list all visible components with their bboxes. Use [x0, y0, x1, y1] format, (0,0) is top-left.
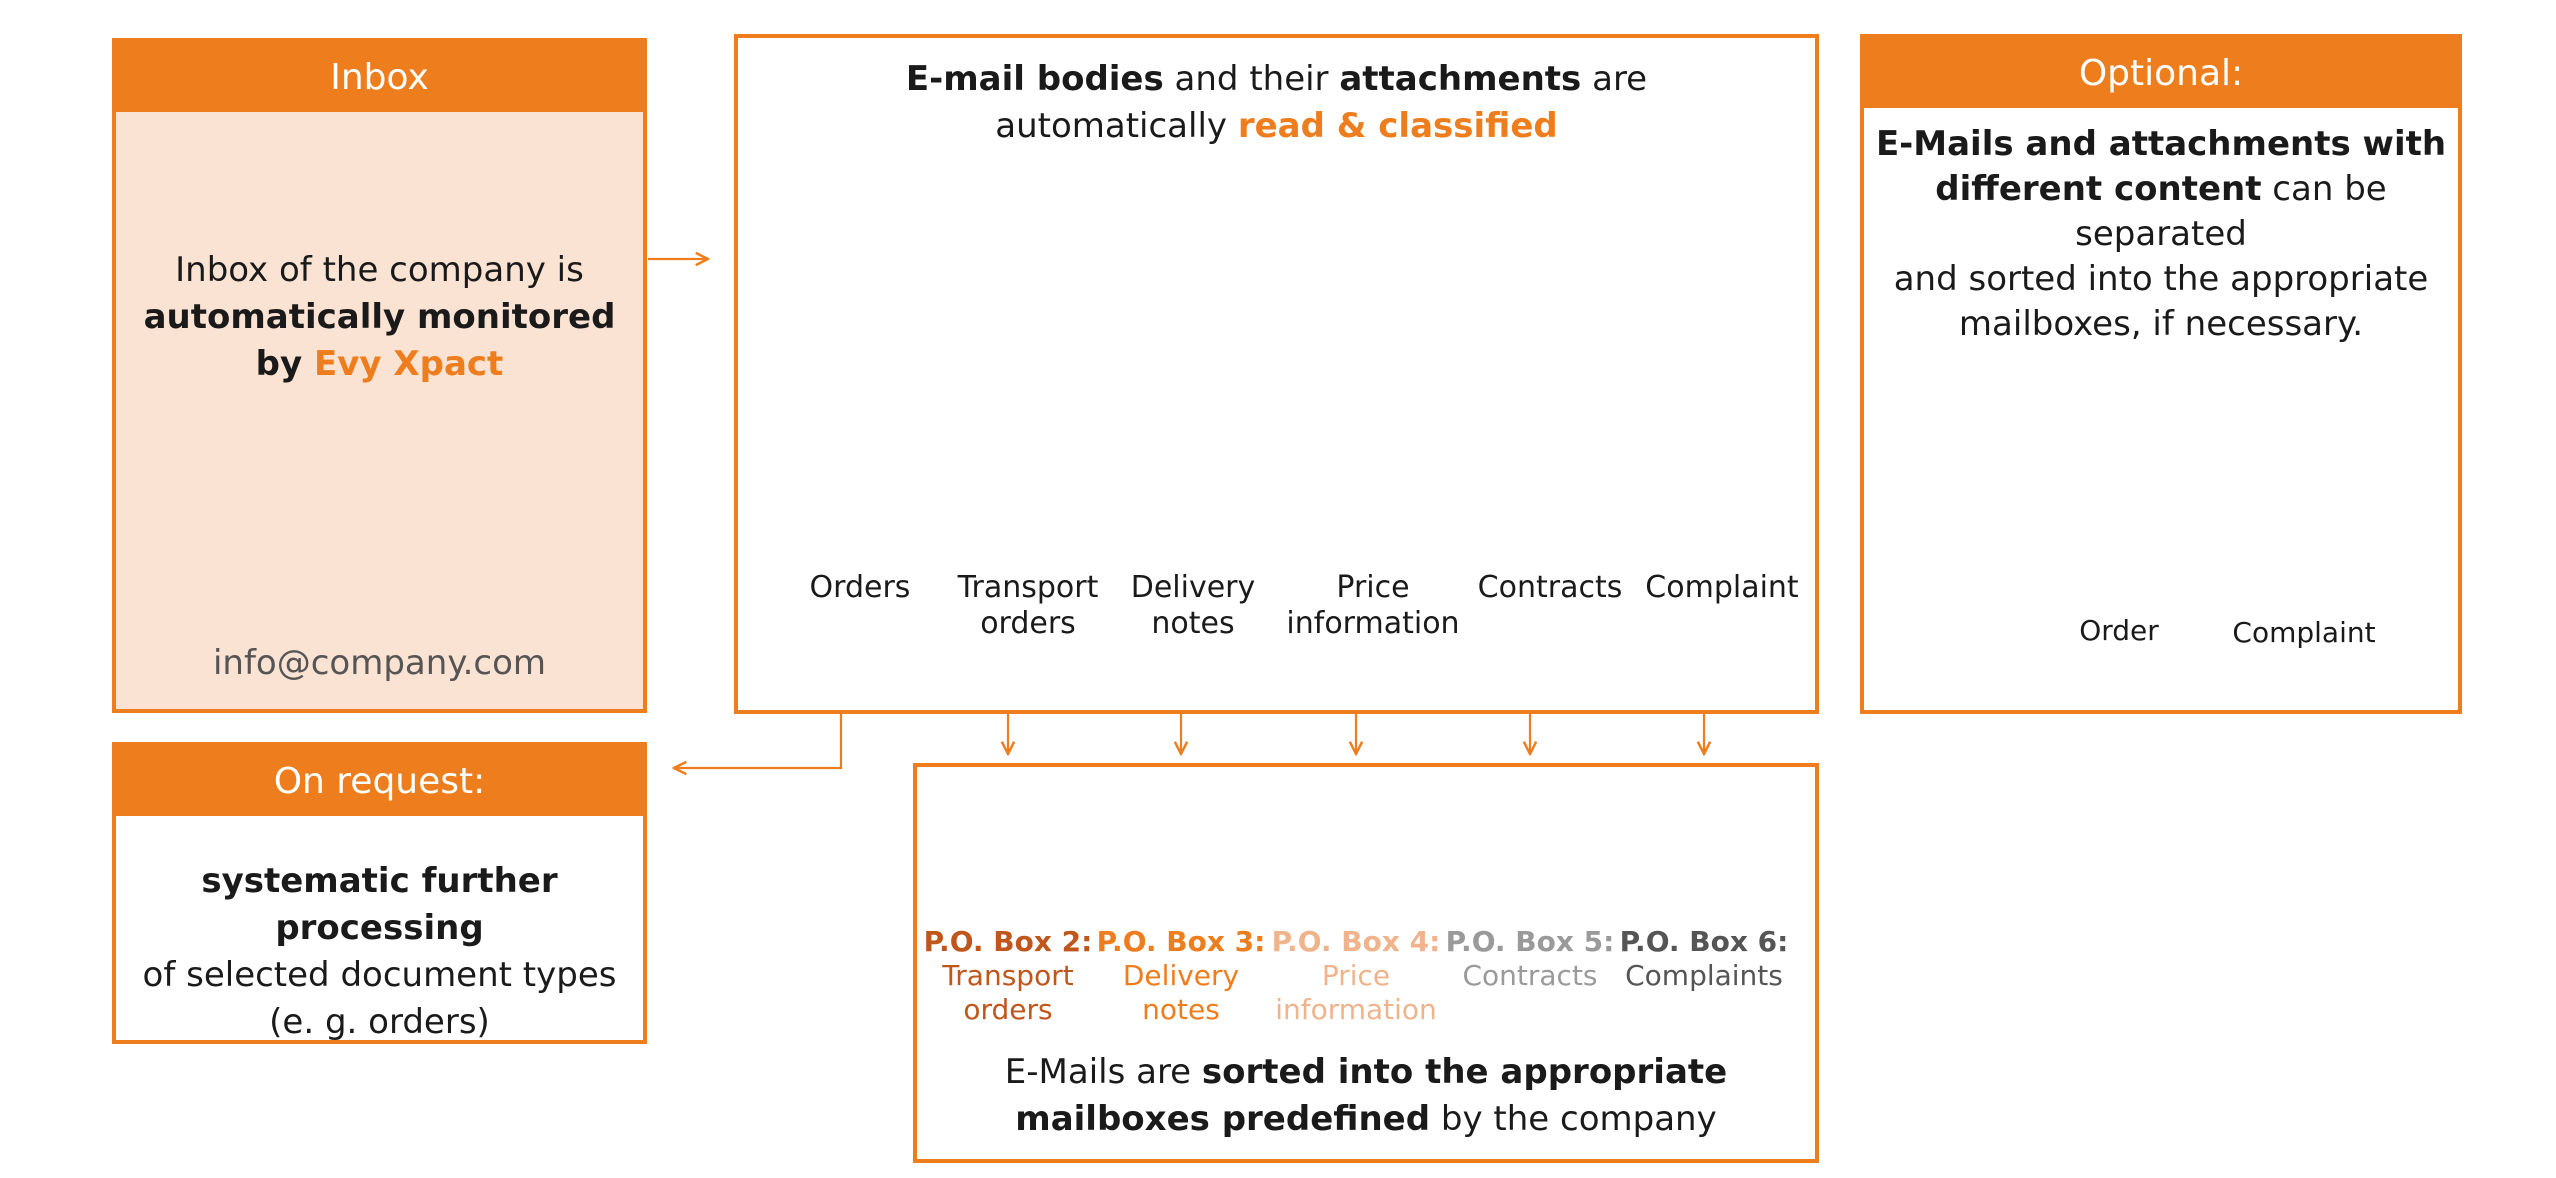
classification-panel: E-mail bodies and their attachments are … [734, 34, 1819, 714]
inbox-email-address: info@company.com [212, 643, 547, 683]
mailbox-label: P.O. Box 5:Contracts [1435, 925, 1625, 993]
optional-header: Optional: [1864, 38, 2458, 108]
optional-label-complaint: Complaint [2232, 616, 2376, 649]
brand-name: Evy Xpact [314, 344, 504, 384]
optional-line-4: mailboxes, if necessary. [1958, 304, 2364, 344]
mailbox-label-sub-2: information [1275, 993, 1437, 1026]
optional-description: E-Mails and attachments with different c… [1864, 122, 2458, 347]
optional-line-2: different content can be separated [1935, 169, 2387, 254]
mailbox-label-title: P.O. Box 4: [1271, 925, 1441, 958]
classification-title: E-mail bodies and their attachments are … [738, 56, 1815, 150]
document-type-label-line-1: Contracts [1477, 570, 1623, 605]
document-type-label-line-1: Price [1336, 570, 1410, 605]
inbox-header: Inbox [116, 42, 643, 112]
classification-title-line-2: automatically read & classified [995, 106, 1558, 146]
mailboxes-footer-line-1: E-Mails are sorted into the appropriate [1004, 1052, 1728, 1092]
document-type-label-line-2: information [1286, 606, 1460, 641]
optional-panel: Optional: E-Mails and attachments with d… [1860, 34, 2462, 714]
mailboxes-footer: E-Mails are sorted into the appropriate … [917, 1049, 1815, 1143]
on-request-panel: On request: systematic further processin… [112, 742, 647, 1044]
document-type-label-line-2: notes [1151, 606, 1235, 641]
optional-label-order: Order [2079, 614, 2159, 647]
inbox-line-2: automatically monitored [143, 297, 616, 337]
document-type-label-line-1: Orders [809, 570, 911, 605]
mailbox-label-sub-2: notes [1142, 993, 1220, 1026]
mailbox-label-sub-1: Complaints [1625, 959, 1783, 992]
document-type-label-line-2: orders [980, 606, 1076, 641]
request-line-1: systematic further processing [201, 861, 558, 948]
document-type-label: Contracts [1455, 570, 1645, 606]
document-type-label-line-1: Transport [957, 570, 1099, 605]
request-line-3: (e. g. orders) [269, 1002, 490, 1042]
document-type-label: Orders [765, 570, 955, 606]
on-request-header: On request: [116, 746, 643, 816]
mailbox-label-title: P.O. Box 5: [1445, 925, 1615, 958]
inbox-line-3: by Evy Xpact [255, 344, 504, 384]
mailboxes-footer-line-2: mailboxes predefined by the company [1015, 1099, 1717, 1139]
document-type-label-line-1: Complaint [1645, 570, 1799, 605]
mailbox-label-sub-1: Transport [942, 959, 1074, 992]
request-line-2: of selected document types [142, 955, 617, 995]
optional-line-3: and sorted into the appropriate [1893, 259, 2429, 299]
inbox-line-1: Inbox of the company is [175, 250, 584, 290]
mailbox-label-sub-1: Contracts [1462, 959, 1598, 992]
document-type-label-line-1: Delivery [1130, 570, 1256, 605]
document-type-label: Complaint [1627, 570, 1817, 606]
inbox-panel: Inbox Inbox of the company is automatica… [112, 38, 647, 713]
mailbox-label-title: P.O. Box 2: [923, 925, 1093, 958]
inbox-description: Inbox of the company is automatically mo… [116, 247, 643, 388]
mailboxes-panel: E-Mails are sorted into the appropriate … [913, 763, 1819, 1163]
optional-line-1: E-Mails and attachments with [1875, 124, 2447, 164]
mailbox-label-title: P.O. Box 6: [1619, 925, 1789, 958]
classification-title-line-1: E-mail bodies and their attachments are [905, 59, 1648, 99]
mailbox-label: P.O. Box 6:Complaints [1609, 925, 1799, 993]
mailbox-label-sub-1: Price [1321, 959, 1391, 992]
mailbox-label-sub-1: Delivery [1122, 959, 1240, 992]
on-request-description: systematic further processing of selecte… [116, 858, 643, 1046]
mailbox-label-sub-2: orders [963, 993, 1053, 1026]
mailbox-label-title: P.O. Box 3: [1096, 925, 1266, 958]
